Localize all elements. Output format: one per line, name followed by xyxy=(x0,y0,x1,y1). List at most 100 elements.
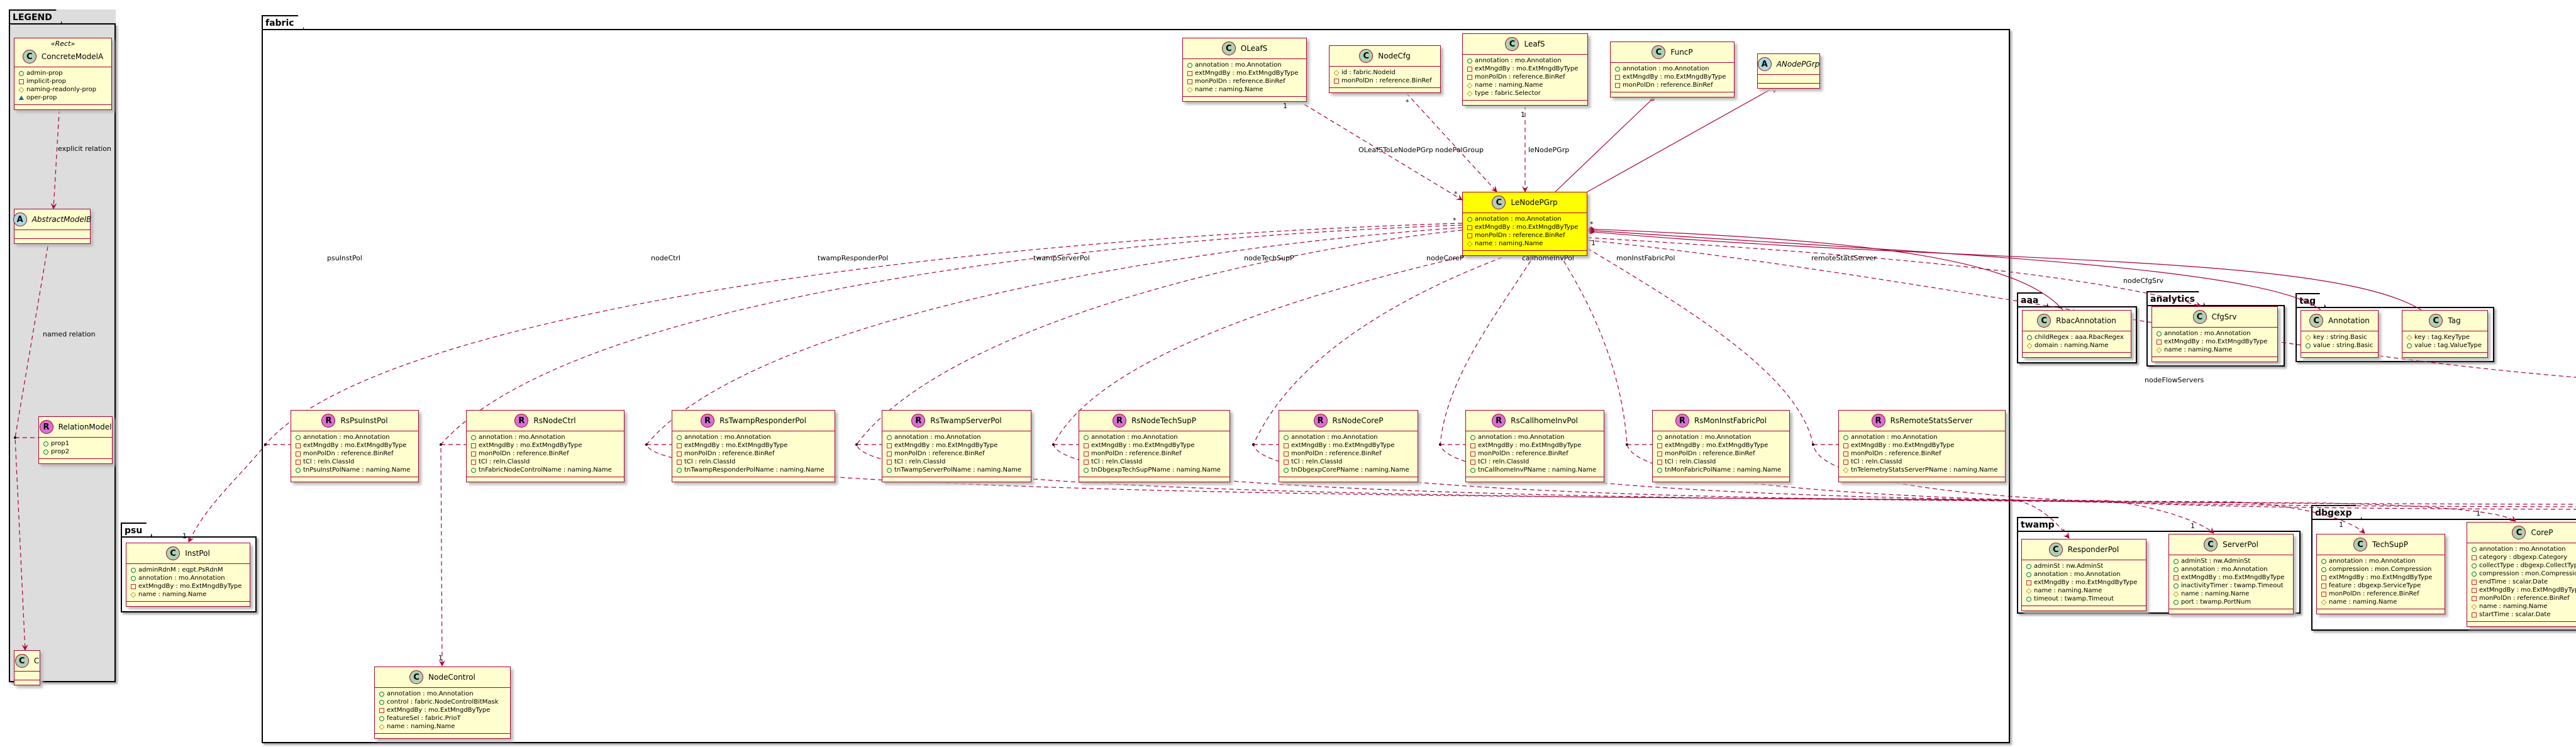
field-text: tnMonFabricPolName : naming.Name xyxy=(1665,467,1782,473)
class-name: RelationModel xyxy=(58,423,112,431)
private-visibility-icon xyxy=(1467,74,1472,80)
class-field: extMngdBy : mo.ExtMngdByType xyxy=(2026,578,2143,587)
class-methods xyxy=(467,477,624,482)
public-visibility-icon xyxy=(131,567,136,573)
class-field: tnMonFabricPolName : naming.Name xyxy=(1657,466,1786,474)
class-field: monPolDn : reference.BinRef xyxy=(1084,450,1226,458)
field-text: collectType : dbgexp.CollectType xyxy=(2479,562,2576,569)
field-text: tCl : reln.ClassId xyxy=(1665,458,1716,465)
class-field: admin-prop xyxy=(19,69,108,77)
edge-label-nodecorep: nodeCoreP xyxy=(1426,254,1464,262)
class-field: extMngdBy : mo.ExtMngdByType xyxy=(1615,73,1731,81)
class-methods xyxy=(2317,609,2445,614)
relation-class-icon: R xyxy=(39,420,53,434)
class-icon: C xyxy=(1221,42,1236,55)
public-visibility-icon xyxy=(2157,331,2162,336)
field-text: annotation : mo.Annotation xyxy=(2181,566,2268,573)
protected-visibility-icon xyxy=(1187,86,1193,93)
public-visibility-icon xyxy=(2321,567,2326,572)
edge-label-remotestatsserver: remoteStatsServer xyxy=(1811,254,1877,262)
class-methods xyxy=(126,602,250,606)
edge-label-oleafs: OLeafSToLeNodePGrp xyxy=(1358,146,1433,154)
class-field: annotation : mo.Annotation xyxy=(1084,433,1226,441)
class-field: key : string.Basic xyxy=(2305,333,2375,341)
class-field: feature : dbgexp.ServiceType xyxy=(2321,582,2441,590)
protected-visibility-icon xyxy=(2026,587,2032,594)
class-field: type : fabric.Selector xyxy=(1467,89,1584,97)
private-visibility-icon xyxy=(2174,575,2179,580)
public-visibility-icon xyxy=(131,575,136,581)
protected-visibility-icon xyxy=(2305,334,2311,341)
private-visibility-icon xyxy=(2321,583,2326,589)
field-text: extMngdBy : mo.ExtMngdByType xyxy=(2181,574,2285,581)
public-visibility-icon xyxy=(1467,58,1472,64)
class-icon: C xyxy=(1492,196,1506,209)
public-visibility-icon xyxy=(379,716,384,721)
class-field: prop2 xyxy=(43,448,109,456)
class-field: id : fabric.NodeId xyxy=(1333,69,1437,77)
private-visibility-icon xyxy=(1470,459,1475,465)
class-icon: C xyxy=(1359,49,1374,63)
class-icon: C xyxy=(1652,45,1666,59)
private-visibility-icon xyxy=(471,459,476,465)
private-visibility-icon xyxy=(471,443,476,448)
class-methods xyxy=(291,477,418,482)
class-field: extMngdBy : mo.ExtMngdByType xyxy=(1467,223,1584,231)
field-text: control : fabric.NodeControlBitMask xyxy=(387,699,499,706)
class-field: tnTwampResponderPolName : naming.Name xyxy=(677,466,831,474)
class-name: RsTwampServerPol xyxy=(930,416,1002,425)
field-text: extMngdBy : mo.ExtMngdByType xyxy=(684,442,788,449)
class-name: RsTwampResponderPol xyxy=(719,416,806,425)
private-visibility-icon xyxy=(1470,443,1475,448)
class-field: domain : naming.Name xyxy=(2026,341,2128,350)
public-visibility-icon xyxy=(379,699,384,705)
field-text: extMngdBy : mo.ExtMngdByType xyxy=(1475,65,1579,72)
protected-visibility-icon xyxy=(18,86,25,93)
private-visibility-icon xyxy=(1084,459,1089,465)
class-field: name : naming.Name xyxy=(1467,81,1584,89)
private-visibility-icon xyxy=(1284,451,1289,456)
public-visibility-icon xyxy=(2174,599,2179,605)
class-field: childRegex : aaa.RbacRegex xyxy=(2027,333,2128,341)
field-text: annotation : mo.Annotation xyxy=(2479,546,2566,553)
private-visibility-icon xyxy=(677,459,682,465)
field-text: name : naming.Name xyxy=(138,591,207,598)
private-visibility-icon xyxy=(1843,451,1848,456)
public-visibility-icon xyxy=(1084,467,1089,473)
class-field: naming-readonly-prop xyxy=(18,86,108,94)
protected-visibility-icon xyxy=(2156,346,2162,353)
class-field: extMngdBy : mo.ExtMngdByType xyxy=(1470,441,1601,450)
multiplicity: 1 xyxy=(1591,239,1596,247)
field-text: tnDbgexpTechSupPName : naming.Name xyxy=(1091,467,1221,473)
class-field: annotation : mo.Annotation xyxy=(2157,329,2274,338)
public-visibility-icon xyxy=(1843,434,1848,440)
relation-class-icon: R xyxy=(1492,414,1506,428)
field-text: extMngdBy : mo.ExtMngdByType xyxy=(1091,442,1195,449)
class-icon: C xyxy=(2204,538,2218,551)
field-text: tnCallhomeInvPName : naming.Name xyxy=(1478,467,1597,473)
private-visibility-icon xyxy=(1084,451,1089,456)
field-text: extMngdBy : mo.ExtMngdByType xyxy=(138,583,242,590)
class-field: adminSt : nw.AdminSt xyxy=(2174,557,2290,565)
field-text: monPolDn : reference.BinRef xyxy=(684,450,775,457)
class-field: monPolDn : reference.BinRef xyxy=(677,450,831,458)
class-field: tCl : reln.ClassId xyxy=(887,458,1028,466)
